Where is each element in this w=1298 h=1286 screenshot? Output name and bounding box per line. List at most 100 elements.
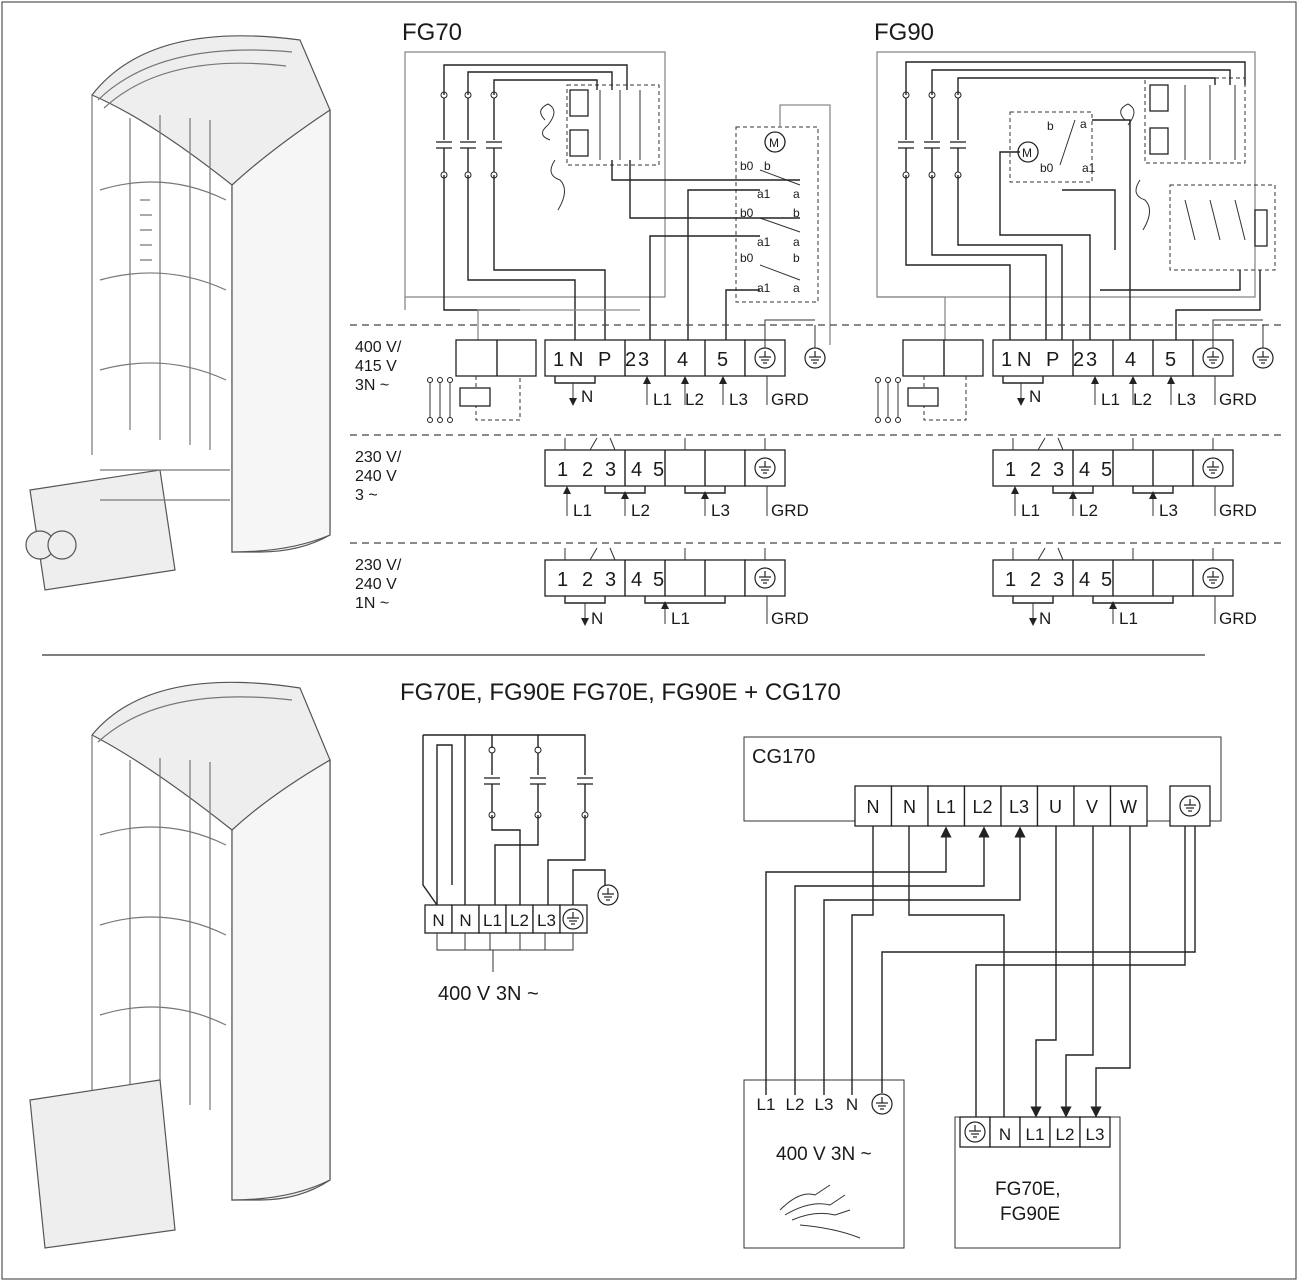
terminal-L3: L3 bbox=[537, 911, 556, 930]
terminal-3: 3 bbox=[605, 569, 616, 591]
svg-text:240 V: 240 V bbox=[355, 576, 397, 593]
relay-box bbox=[566, 84, 660, 166]
terminal-2: 2 bbox=[582, 459, 593, 481]
heater-illustration-e bbox=[29, 681, 331, 1249]
terminal-1: 1 bbox=[1005, 459, 1016, 481]
terminal-L2: L2 bbox=[510, 911, 529, 930]
terminal-4: 4 bbox=[1079, 459, 1090, 481]
feed-grd: GRD bbox=[1219, 609, 1257, 628]
heating-element bbox=[485, 91, 503, 179]
fg70-schematic: M b0 b a1 a b0 b a1 a b0 b a1 a bbox=[404, 51, 831, 345]
terminal-5: 5 bbox=[1101, 459, 1112, 481]
feed-n: N bbox=[591, 609, 603, 628]
ground-icon bbox=[562, 908, 584, 930]
motor-switch-box bbox=[735, 126, 819, 303]
terminal-N: N bbox=[432, 911, 444, 930]
contact-a: a bbox=[793, 281, 800, 295]
heater-terminal-N: N bbox=[999, 1125, 1011, 1144]
terminal-box bbox=[854, 785, 893, 827]
svg-text:3N ~: 3N ~ bbox=[355, 377, 389, 394]
terminal-2: 2 bbox=[625, 349, 636, 371]
terminal-box bbox=[1079, 1116, 1111, 1148]
supply-terminal-L1: L1 bbox=[757, 1095, 776, 1114]
terminal-5: 5 bbox=[1165, 349, 1176, 371]
feed-grd: GRD bbox=[771, 390, 809, 409]
feed-n: N bbox=[581, 387, 593, 406]
contact-a: a bbox=[793, 187, 800, 201]
terminal-box bbox=[1109, 785, 1148, 827]
feed-grd: GRD bbox=[1219, 501, 1257, 520]
terminal-5: 5 bbox=[653, 459, 664, 481]
feed-l3: L3 bbox=[1177, 390, 1196, 409]
contact-b: b bbox=[793, 251, 800, 265]
svg-text:415 V: 415 V bbox=[355, 358, 397, 375]
ground-icon bbox=[964, 1121, 986, 1143]
terminal-P: P bbox=[598, 349, 611, 371]
ground-icon bbox=[1202, 347, 1224, 369]
contact-b0: b0 bbox=[740, 159, 754, 173]
contact-a1: a1 bbox=[757, 187, 771, 201]
svg-text:240 V: 240 V bbox=[355, 468, 397, 485]
svg-text:230 V/: 230 V/ bbox=[355, 557, 402, 574]
contact-a: a bbox=[1080, 117, 1087, 131]
terminal-box bbox=[989, 1116, 1021, 1148]
contactor-icon bbox=[875, 339, 984, 423]
heating-element bbox=[949, 91, 967, 179]
ground-icon bbox=[754, 347, 776, 369]
terminal-U: U bbox=[1049, 797, 1062, 817]
heater-box: FG70E, FG90E bbox=[954, 1116, 1121, 1249]
voltage-label-230-3: 230 V/ 240 V 3 ~ bbox=[355, 449, 402, 504]
terminal-box bbox=[1000, 785, 1039, 827]
contact-a: a bbox=[793, 235, 800, 249]
terminal-P: P bbox=[1046, 349, 1059, 371]
feed-l1: L1 bbox=[573, 501, 592, 520]
feed-grd: GRD bbox=[771, 501, 809, 520]
ground-icon bbox=[871, 1093, 893, 1115]
feed-n: N bbox=[1039, 609, 1051, 628]
fg70-title: FG70 bbox=[402, 19, 462, 46]
motor-switch-box bbox=[1009, 111, 1093, 183]
terminal-N: N bbox=[903, 797, 916, 817]
terminal-V: V bbox=[1086, 797, 1098, 817]
contact-b0: b0 bbox=[740, 206, 754, 220]
terminal-1: 1 bbox=[1001, 349, 1012, 371]
feed-l3: L3 bbox=[711, 501, 730, 520]
contactor-icon bbox=[427, 339, 537, 423]
terminal-box bbox=[532, 904, 561, 934]
terminal-box bbox=[505, 904, 534, 934]
terminal-1: 1 bbox=[553, 349, 564, 371]
contact-a1: a1 bbox=[757, 281, 771, 295]
heater-terminal-L1: L1 bbox=[1026, 1125, 1045, 1144]
supply-terminal-N: N bbox=[846, 1095, 858, 1114]
heater-terminal-L2: L2 bbox=[1056, 1125, 1075, 1144]
motor-label: M bbox=[1022, 146, 1032, 160]
terminal-5: 5 bbox=[653, 569, 664, 591]
terminal-1: 1 bbox=[557, 459, 568, 481]
contact-b0: b0 bbox=[740, 251, 754, 265]
terminal-L1: L1 bbox=[483, 911, 502, 930]
heating-element bbox=[897, 91, 915, 179]
terminal-1: 1 bbox=[1005, 569, 1016, 591]
terminal-N: N bbox=[867, 797, 880, 817]
terminal-box bbox=[927, 785, 966, 827]
cable-icon bbox=[779, 1184, 861, 1239]
feed-l1: L1 bbox=[671, 609, 690, 628]
heater-terminal-L3: L3 bbox=[1086, 1125, 1105, 1144]
terminal-box bbox=[890, 785, 929, 827]
terminal-4: 4 bbox=[1079, 569, 1090, 591]
voltage-label-230-1: 230 V/ 240 V 1N ~ bbox=[355, 557, 402, 612]
terminal-4: 4 bbox=[1125, 349, 1136, 371]
terminal-box bbox=[963, 785, 1002, 827]
heater-illustration bbox=[25, 35, 331, 591]
heater-label-1: FG70E, bbox=[995, 1179, 1060, 1200]
feed-l1: L1 bbox=[653, 390, 672, 409]
feed-n: N bbox=[1029, 387, 1041, 406]
